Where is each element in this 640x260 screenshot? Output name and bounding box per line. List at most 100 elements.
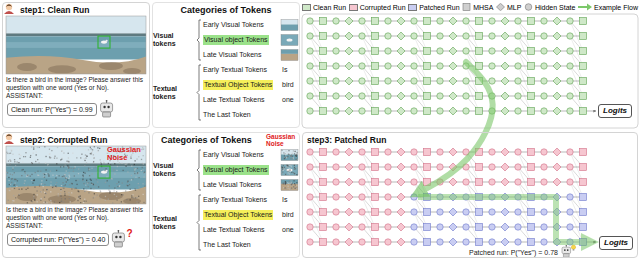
noise-dot — [83, 183, 84, 184]
hidden-state — [307, 108, 313, 114]
noise-dot — [63, 152, 64, 153]
user-icon — [4, 134, 14, 144]
mhsa-square — [320, 149, 327, 156]
mlp-diamond — [397, 47, 405, 55]
noise-dot — [137, 173, 138, 174]
legend-text: MHSA — [473, 3, 493, 12]
noise-dot — [127, 171, 128, 172]
sky — [6, 146, 146, 163]
rock — [17, 63, 37, 71]
hidden-state — [515, 48, 521, 54]
node-text: Logits — [604, 238, 628, 248]
hidden-state — [463, 224, 469, 230]
mhsa-square — [476, 108, 483, 115]
noise-dot — [88, 168, 89, 169]
mhsa-square — [424, 108, 431, 115]
hidden-state — [385, 239, 391, 245]
noise-dot — [28, 175, 29, 176]
hidden-state — [489, 78, 495, 84]
noise-dot — [135, 168, 136, 169]
noise-dot — [288, 167, 289, 168]
hidden-state — [307, 93, 313, 99]
noise-dot — [138, 186, 139, 187]
sea — [6, 166, 146, 189]
noise-dot — [47, 190, 48, 191]
noise-dot — [84, 160, 85, 161]
noise-dot — [281, 170, 282, 171]
noise-dot — [17, 180, 18, 181]
legend-item: Patched Run — [408, 3, 459, 12]
group-bracket — [197, 150, 201, 190]
noise-dot — [64, 195, 65, 196]
noise-dot — [27, 175, 28, 176]
noise-dot — [22, 161, 23, 162]
noise-dot — [296, 153, 297, 154]
mhsa-square — [372, 18, 379, 25]
noise-dot — [292, 184, 293, 185]
noise-dot — [289, 182, 290, 183]
noise-dot — [293, 172, 294, 173]
noise-dot — [99, 148, 100, 149]
hidden-state — [515, 78, 521, 84]
eye — [567, 249, 569, 251]
noise-dot — [129, 184, 130, 185]
noise-dot — [88, 182, 89, 183]
noise-dot — [31, 162, 32, 163]
hidden-state — [307, 224, 313, 230]
noise-dot — [72, 186, 73, 187]
mlp-diamond — [501, 77, 509, 85]
noise-dot — [283, 152, 284, 153]
noise-dot — [288, 150, 289, 151]
mhsa-square — [528, 179, 535, 186]
noise-dot — [84, 158, 85, 159]
noise-dot — [114, 163, 115, 164]
noise-dot — [49, 153, 50, 154]
group-label: Textual tokens — [153, 215, 197, 231]
noise-dot — [106, 176, 107, 177]
hidden-state — [411, 78, 417, 84]
noise-dot — [63, 175, 64, 176]
node-text: Clean run: P("Yes") = 0.99 — [11, 105, 93, 114]
noise-dot — [44, 184, 45, 185]
noise-dot — [51, 150, 52, 151]
noise-dot — [24, 171, 25, 172]
legend-text: Hidden State — [535, 3, 575, 12]
mlp-diamond — [397, 107, 405, 115]
scene-photo — [6, 16, 146, 74]
noise-dot — [290, 185, 291, 186]
hidden-state — [385, 194, 391, 200]
sea-light — [6, 172, 146, 178]
noise-dot — [39, 184, 40, 185]
noise-dot — [46, 193, 47, 194]
noise-dot — [95, 185, 96, 186]
noise-dot — [41, 191, 42, 192]
mhsa-square — [580, 63, 587, 70]
mlp-diamond — [501, 17, 509, 25]
mhsa-square — [424, 48, 431, 55]
noise-dot — [62, 151, 63, 152]
noise-dot — [292, 153, 293, 154]
noise-dot — [63, 166, 64, 167]
noise-dot — [60, 189, 61, 190]
rock — [123, 198, 141, 204]
noise-dot — [89, 169, 90, 170]
noise-dot — [121, 194, 122, 195]
token-thumbnail — [281, 50, 298, 61]
noise-dot — [33, 149, 34, 150]
noise-dot — [32, 163, 33, 164]
noise-dot — [288, 165, 289, 166]
noise-dot — [144, 171, 145, 172]
noise-dot — [31, 180, 32, 181]
head — [562, 247, 571, 253]
sea — [281, 35, 298, 46]
hidden-state — [385, 48, 391, 54]
noise-dot — [73, 171, 74, 172]
hidden-state — [437, 164, 443, 170]
token-category: The Last Token — [203, 110, 251, 120]
noise-dot — [103, 162, 104, 163]
noise-dot — [14, 172, 15, 173]
legend-text: Clean Run — [313, 3, 346, 12]
token-thumbnail — [281, 20, 298, 31]
noise-dot — [12, 200, 13, 201]
node-text: step1: Clean Run — [3, 3, 149, 16]
